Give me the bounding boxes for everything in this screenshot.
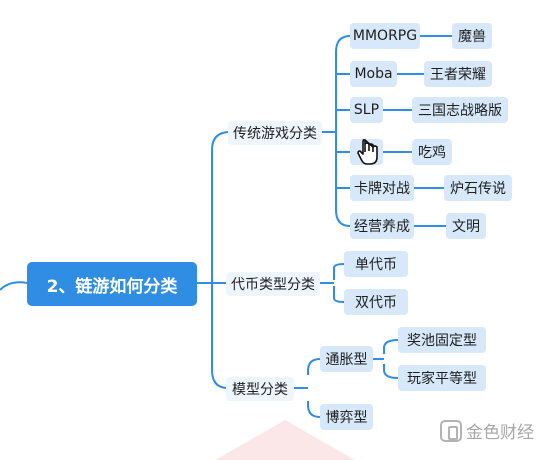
node-game-theory: 博弈型 [320, 404, 373, 430]
watermark: 金色财经 [440, 418, 534, 443]
branch-traditional: 传统游戏分类 [228, 121, 322, 145]
node-simulation: 经营养成 [350, 213, 414, 239]
node-single-token: 单代币 [344, 251, 408, 277]
root-node: 2、链游如何分类 [27, 262, 197, 306]
hand-cursor-icon [357, 138, 381, 170]
node-obscured-example: 吃鸡 [412, 139, 452, 165]
root-label: 2、链游如何分类 [46, 276, 178, 297]
node-inflation: 通胀型 [320, 346, 373, 372]
jinse-logo-icon [440, 419, 462, 442]
node-dual-token: 双代币 [344, 289, 408, 315]
node-slp: SLP [350, 97, 383, 123]
node-simulation-example: 文明 [446, 213, 486, 239]
node-fixed-pool: 奖池固定型 [398, 327, 486, 353]
node-card-battle-example: 炉石传说 [444, 175, 512, 201]
node-mmorpg: MMORPG [350, 23, 420, 49]
branch-token-type: 代币类型分类 [226, 272, 320, 296]
node-slp-example: 三国志战略版 [412, 97, 508, 123]
watermark-text: 金色财经 [466, 423, 534, 443]
node-moba-example: 王者荣耀 [424, 61, 492, 87]
node-moba: Moba [350, 61, 397, 87]
branch-model: 模型分类 [226, 377, 294, 401]
node-equal-player: 玩家平等型 [398, 365, 486, 391]
node-mmorpg-example: 魔兽 [452, 23, 492, 49]
node-card-battle: 卡牌对战 [350, 175, 414, 201]
